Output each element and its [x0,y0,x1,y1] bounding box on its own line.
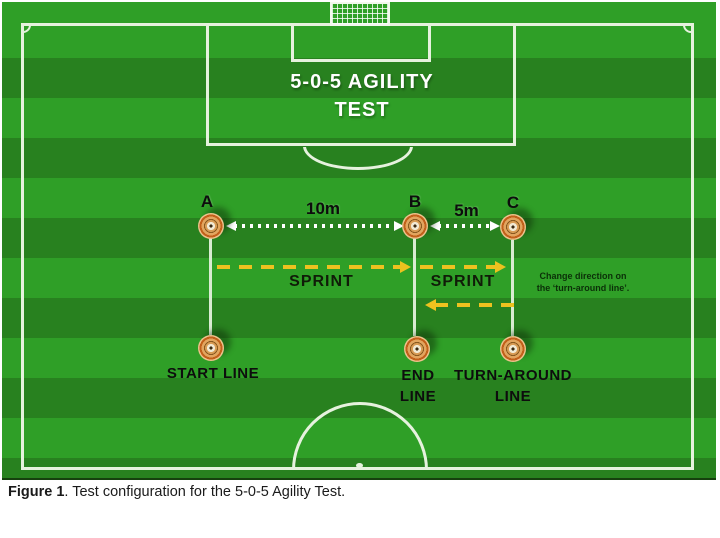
corner-arc-top-left [23,25,31,33]
arrowhead-left-icon [226,221,236,231]
measure-arrow-b-c [430,221,500,231]
measure-arrow-a-b [226,221,404,231]
dotted-shaft [438,224,492,228]
goal-net-icon [330,2,390,26]
cone-a-top-icon [198,213,224,239]
note-line2: the ‘turn-around line’. [536,283,630,293]
soccer-pitch: 5-0-5 AGILITY TEST A B C 10m 5m SPRINT S… [2,2,716,480]
cone-c-bottom-icon [500,336,526,362]
arrowhead-right-icon [495,261,506,273]
goal-area-line [291,26,431,62]
dashed-shaft [420,265,496,269]
arrowhead-right-icon [394,221,404,231]
cone-b-top-icon [402,213,428,239]
dotted-shaft [234,224,396,228]
penalty-box-line [206,26,516,146]
cone-a-bottom-icon [198,335,224,361]
figure-caption-text: . Test configuration for the 5-0-5 Agili… [64,484,346,500]
point-c-label: C [506,193,520,212]
figure-caption-number: Figure 1 [8,484,65,500]
arrowhead-right-icon [400,261,411,273]
turn-around-line-label-line2: LINE [494,388,532,405]
point-a-label: A [200,192,214,211]
sprint-a-b-label: SPRINT [289,273,354,290]
arrowhead-left-icon [425,299,436,311]
end-line-marker-line [413,238,416,336]
turn-around-line-marker-line [511,240,514,336]
sprint-b-c-label: SPRINT [430,273,496,290]
diagram-title-line1: 5-0-5 AGILITY [290,71,434,93]
end-line-label-line1: END [401,367,435,384]
arrowhead-right-icon [490,221,500,231]
turn-around-line-label-line1: TURN-AROUND [454,367,572,384]
distance-a-b-label: 10m [305,199,341,218]
center-spot [356,463,363,468]
end-line-label-line2: LINE [399,388,437,405]
point-b-label: B [408,192,422,211]
change-direction-note: Change direction on the ‘turn-around lin… [522,270,644,294]
dashed-shaft [435,303,514,307]
start-line-label: START LINE [166,365,260,382]
arrowhead-left-icon [430,221,440,231]
sprint-arrow-a-to-b [217,261,411,273]
dashed-shaft [217,265,401,269]
return-arrow-c-to-b [425,299,514,311]
sprint-arrow-b-to-c [420,261,506,273]
cone-c-top-icon [500,214,526,240]
center-circle-line [292,402,428,470]
diagram-title: 5-0-5 AGILITY TEST [230,68,494,124]
turn-around-line-label: TURN-AROUND LINE [430,365,596,407]
cone-b-bottom-icon [404,336,430,362]
end-line-label: END LINE [375,365,461,407]
corner-arc-top-right [683,25,691,33]
distance-b-c-label: 5m [454,201,479,220]
diagram-title-line2: TEST [334,99,390,121]
start-line-marker-line [209,238,212,335]
figure-caption: Figure 1. Test configuration for the 5-0… [8,484,345,500]
note-line1: Change direction on [539,271,627,281]
